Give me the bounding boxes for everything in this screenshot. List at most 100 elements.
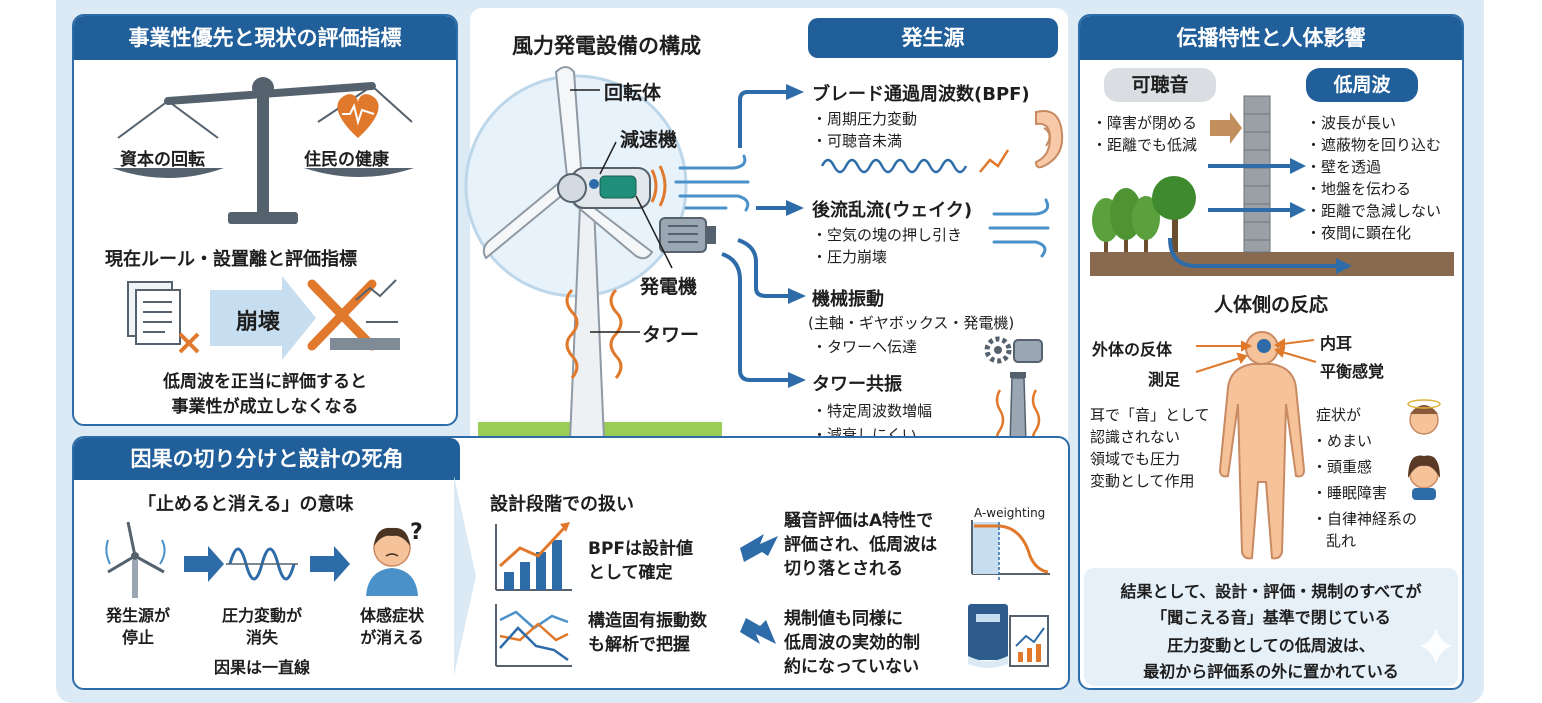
tower-label: タワー	[642, 324, 700, 346]
collapse-arrow	[210, 276, 316, 360]
ear-icon	[1034, 110, 1064, 169]
low-item-3: ・壁を透過	[1306, 158, 1382, 176]
low-frequency-label: 低周波	[1306, 68, 1418, 102]
step-1-line-1: 発生源が	[105, 606, 170, 625]
ear-note-3: 領域でも圧力	[1090, 450, 1181, 468]
audible-item-1: ・障害が閉める	[1092, 114, 1198, 132]
human-body-icon	[1218, 331, 1306, 560]
tree-icon	[1092, 176, 1196, 252]
vibration-waves-icon	[565, 165, 667, 379]
collapse-label: 崩壊	[236, 310, 281, 335]
audible-label: 可聴音	[1104, 68, 1216, 102]
design-row1-right-3: 切り落とされる	[784, 559, 903, 579]
design-row1-right-1: 騒音評価はA特性で	[784, 511, 934, 531]
causal-line-label: 因果は一直線	[213, 658, 310, 677]
body-label-r1: 内耳	[1320, 334, 1353, 353]
broken-structure-icon	[307, 279, 400, 351]
audible-item-2: ・距離でも低減	[1092, 136, 1198, 154]
low-item-6: ・夜間に顕在化	[1306, 224, 1412, 242]
worried-face-icon	[1408, 455, 1440, 500]
symptom-3: ・睡眠障害	[1312, 484, 1388, 502]
sources-header: 発生源	[808, 18, 1058, 58]
source-mech-bullet-1: ・タワーへ伝達	[812, 338, 918, 356]
ear-note-1: 耳で「音」として	[1090, 406, 1210, 424]
body-reaction-title: 人体側の反応	[1213, 294, 1328, 316]
nacelle-icon	[557, 167, 651, 209]
pressure-wave-icon	[820, 158, 968, 174]
symptom-1: ・めまい	[1312, 432, 1373, 450]
body-label-r2: 平衡感覚	[1320, 362, 1385, 381]
generator-label: 発電機	[640, 276, 698, 298]
step-3-line-2: が消える	[360, 628, 424, 647]
rotor-label: 回転体	[604, 82, 662, 104]
design-row2-right-2: 低周波の実効的制	[784, 633, 920, 653]
wall-icon	[1243, 95, 1271, 253]
conclusion-line-2: 事業性が成立しなくなる	[171, 397, 359, 417]
low-item-2: ・遮蔽物を回り込む	[1306, 136, 1442, 154]
blocked-arrow-icon	[1210, 112, 1242, 144]
source-bpf-bullet-1: ・周期圧力変動	[812, 110, 918, 128]
meaning-title: 「止めると消える」の意味	[138, 494, 354, 515]
rule-title: 現在ルール・設置離と評価指標	[105, 249, 357, 270]
question-mark: ?	[410, 520, 423, 545]
confused-person-icon	[366, 527, 418, 596]
symptom-2: ・頭重感	[1312, 458, 1373, 476]
source-mech-subtitle: (主軸・ギヤボックス・発電機)	[808, 314, 1015, 332]
summary-line-3: 圧力変動としての低周波は、	[1167, 636, 1375, 655]
propagation-header: 伝播特性と人体影響	[1080, 16, 1462, 60]
design-row2-left-1: 構造固有振動数	[588, 611, 707, 631]
source-mech-title: 機械振動	[812, 289, 884, 310]
symptom-4: ・自律神経系の	[1312, 510, 1418, 528]
document-icon	[127, 281, 200, 354]
summary-box	[1084, 568, 1458, 686]
symptoms-title: 症状が	[1316, 406, 1362, 424]
regulation-book-icon	[968, 604, 1049, 668]
step-1-line-2: 停止	[121, 628, 154, 647]
gearbox-label: 減速機	[620, 129, 678, 151]
turbine-title: 風力発電設備の構成	[512, 34, 701, 58]
wake-swirl-icon	[988, 198, 1050, 258]
design-row1-left-2: として確定	[588, 563, 673, 583]
a-weighting-chart-icon	[971, 520, 1050, 580]
line-chart-icon	[495, 604, 572, 667]
chain-arrow-1	[184, 546, 224, 582]
summary-line-4: 最初から評価系の外に置かれている	[1143, 662, 1399, 681]
causality-header: 因果の切り分けと設計の死角	[74, 438, 460, 480]
summary-line-1: 結果として、設計・評価・規制のすべてが	[1120, 582, 1422, 601]
brain-icon	[1257, 339, 1271, 353]
source-tower-bullet-1: ・特定周波数増幅	[812, 402, 933, 420]
a-weighting-label: A-weighting	[974, 506, 1046, 520]
ear-note-2: 認識されない	[1090, 428, 1181, 446]
small-turbine-icon	[105, 521, 166, 598]
conclusion-line-1: 低周波を正当に評価すると	[163, 372, 367, 392]
body-label-l2: 測足	[1148, 370, 1181, 389]
scale-left-label: 資本の回転	[120, 150, 205, 170]
design-title: 設計段階での扱い	[490, 494, 634, 515]
section-divider-chevron	[454, 476, 476, 676]
step-3-line-1: 体感症状	[359, 606, 424, 625]
chain-arrow-2	[310, 546, 350, 582]
design-row1-left-1: BPFは設計値	[588, 539, 694, 559]
source-wake-title: 後流乱流(ウェイク)	[812, 200, 973, 221]
design-row2-right-3: 約になっていない	[784, 657, 920, 677]
step-2-line-1: 圧力変動が	[221, 606, 302, 625]
wind-flow-icon	[674, 154, 750, 212]
scale-right-label: 住民の健康	[304, 150, 389, 170]
dizzy-face-icon	[1407, 399, 1441, 435]
summary-line-2: 「聞こえる音」基準で閉じている	[1151, 608, 1391, 627]
source-wake-bullet-1: ・空気の塊の押し引き	[812, 226, 963, 244]
leader-lines	[570, 89, 673, 333]
spark-icon	[979, 149, 1010, 173]
generator-icon	[659, 217, 716, 253]
design-arrow-2	[740, 618, 776, 644]
low-item-5: ・距離で急減しない	[1306, 202, 1442, 220]
design-row1-right-2: 評価され、低周波は	[784, 535, 938, 555]
